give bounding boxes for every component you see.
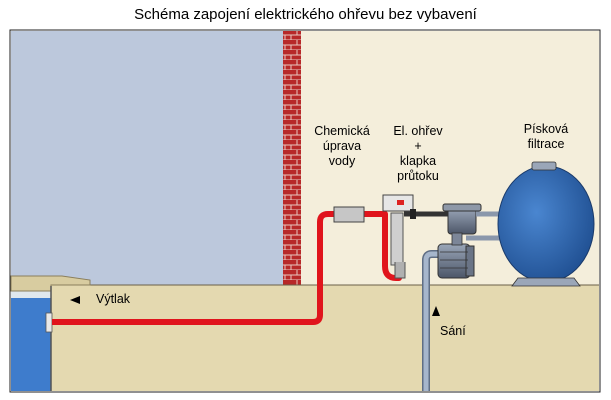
pool — [10, 275, 91, 391]
sand-filter-tank — [497, 161, 595, 287]
label-suction: Sání — [440, 324, 466, 338]
suction-pipe — [423, 251, 447, 391]
exterior-sky — [11, 31, 283, 286]
diagram-frame — [9, 29, 601, 393]
pump — [437, 203, 482, 279]
label-electric-heater: El. ohřev + klapka průtoku — [393, 124, 443, 183]
outflow-pipe — [52, 211, 402, 325]
outflow-arrow-icon — [70, 296, 80, 304]
diagram-title: Schéma zapojení elektrického ohřevu bez … — [134, 6, 477, 23]
chemical-treatment-unit — [333, 206, 365, 223]
brick-wall — [283, 31, 301, 286]
electric-heater — [382, 194, 414, 279]
label-outflow: Výtlak — [96, 292, 131, 306]
label-sand-filter: Písková filtrace — [523, 122, 569, 151]
suction-arrow-icon — [432, 306, 440, 316]
ground-soil — [11, 285, 599, 391]
label-chemical-treatment: Chemická úprava vody — [314, 124, 370, 168]
